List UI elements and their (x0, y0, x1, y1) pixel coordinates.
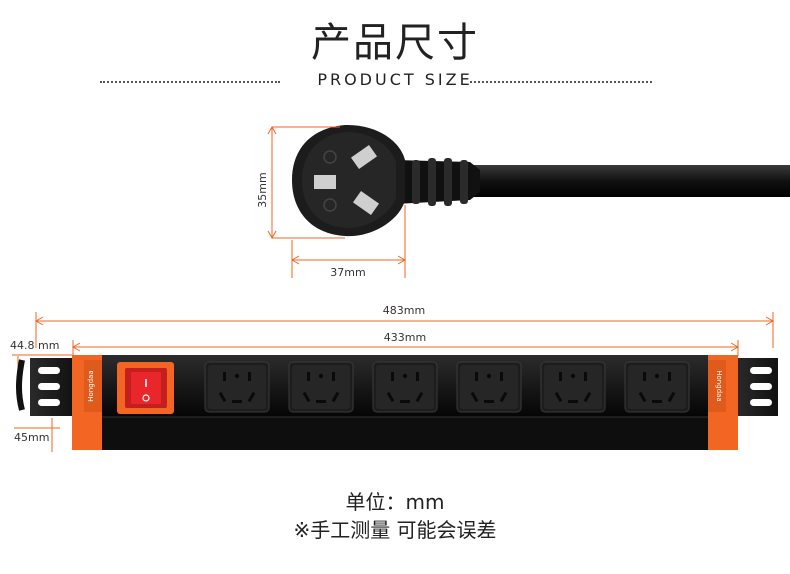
unit-note: 单位：mm (345, 490, 445, 514)
brand-text-right: Hongdaa (715, 370, 723, 401)
power-strip: Hongdaa Hongdaa (30, 355, 778, 450)
strip-total-length-dimension (34, 312, 775, 348)
socket-outlet (456, 361, 522, 413)
socket-outlet (288, 361, 354, 413)
plug-pin-left (350, 144, 378, 170)
page-subtitle: PRODUCT SIZE (317, 70, 473, 89)
subtitle-row: PRODUCT SIZE (0, 70, 790, 94)
plug-pin-ground (314, 175, 336, 189)
socket-outlet (204, 361, 270, 413)
plug-width-label: 37mm (330, 266, 365, 279)
plug-pin-right (352, 190, 380, 216)
strip-height-label: 45mm (14, 431, 49, 444)
strip-cable (16, 359, 25, 411)
strip-rail-lower (72, 417, 738, 450)
socket-outlet (372, 361, 438, 413)
strip-depth-label: 44.8 mm (10, 339, 59, 352)
socket-group (204, 361, 690, 413)
divider-left (100, 81, 280, 83)
strip-total-length-label: 483mm (383, 304, 425, 317)
plug-drawing (292, 124, 790, 237)
power-switch[interactable] (117, 362, 174, 414)
page-title: 产品尺寸 (311, 20, 479, 66)
measurement-disclaimer: ※手工测量 可能会误差 (293, 518, 497, 542)
plug-width-dimension (290, 205, 407, 278)
socket-outlet (624, 361, 690, 413)
strip-height-dimension (14, 418, 60, 452)
strip-body-length-dimension (71, 340, 740, 356)
plug-height-label: 35mm (256, 172, 269, 207)
plug-height-dimension (267, 125, 345, 240)
strip-body-length-label: 433mm (384, 331, 426, 344)
divider-right (470, 81, 652, 83)
brand-text-left: Hongdaa (87, 370, 95, 401)
socket-outlet (540, 361, 606, 413)
plug-cable (470, 165, 790, 197)
